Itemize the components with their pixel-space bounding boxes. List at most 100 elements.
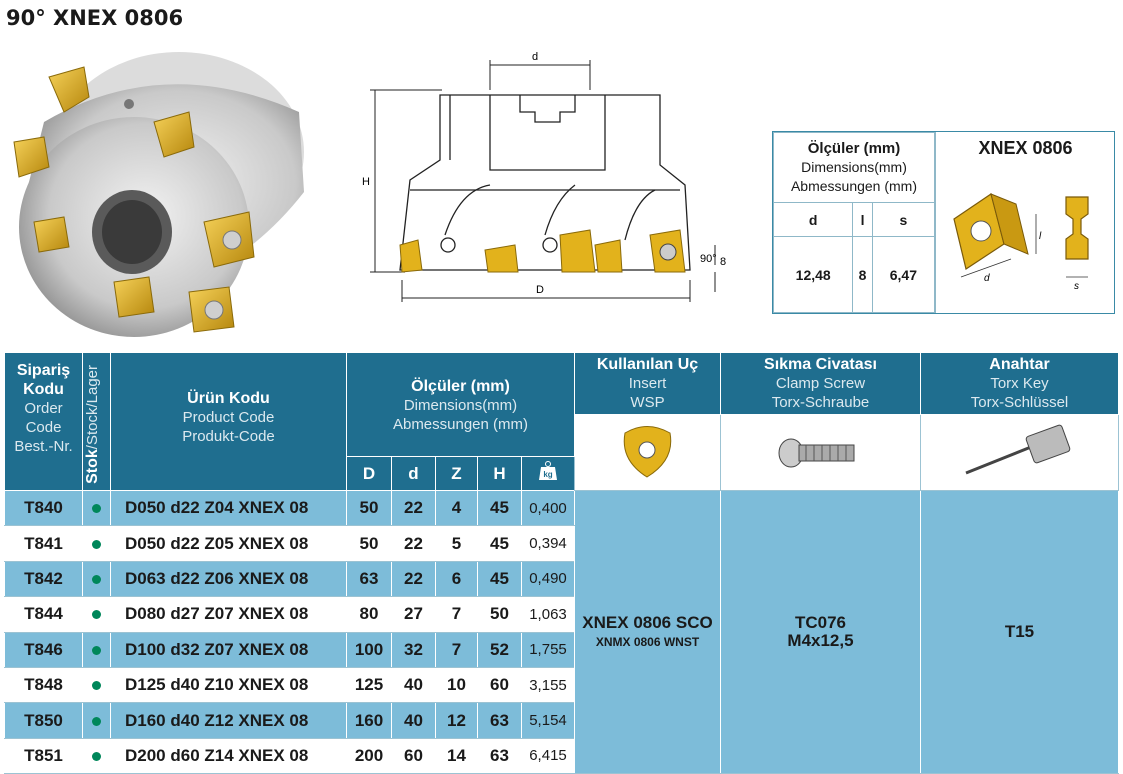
dim-Z: 5 <box>435 525 478 562</box>
dim-H: 52 <box>477 631 522 668</box>
insert-dimensions-box: Ölçüler (mm) Dimensions(mm) Abmessungen … <box>772 131 1115 314</box>
dim-d: 27 <box>391 596 436 633</box>
torx-key-code: T15 <box>920 489 1119 774</box>
weight: 5,154 <box>521 702 575 739</box>
insert-title: XNEX 0806 <box>978 138 1073 158</box>
product-code: D050 d22 Z04 XNEX 08 <box>110 489 347 527</box>
weight: 6,415 <box>521 737 575 774</box>
dim-d: 32 <box>391 631 436 668</box>
dim-d: 60 <box>391 737 436 774</box>
header-stock: Stok/Stock/Lager <box>82 352 111 491</box>
dim-d: 40 <box>391 666 436 704</box>
dim-H: 45 <box>477 525 522 562</box>
dim-D-label: D <box>536 284 544 296</box>
stock-indicator <box>82 596 111 633</box>
dim-val-s: 6,47 <box>871 236 936 313</box>
order-code: T851 <box>4 737 83 774</box>
col-weight: kg <box>521 456 575 491</box>
stock-indicator <box>82 489 111 527</box>
dim-d-label: d <box>532 51 538 63</box>
angle-label: 90° <box>700 253 717 265</box>
insert-d-label: d <box>984 273 990 284</box>
dim-Z: 7 <box>435 631 478 668</box>
dim-H: 45 <box>477 560 522 598</box>
weight: 1,063 <box>521 596 575 633</box>
dim-Z: 4 <box>435 489 478 527</box>
dim-D: 80 <box>346 596 392 633</box>
dim-D: 160 <box>346 702 392 739</box>
stock-indicator <box>82 666 111 704</box>
product-code: D200 d60 Z14 XNEX 08 <box>110 737 347 774</box>
weight: 0,400 <box>521 489 575 527</box>
dim-D: 125 <box>346 666 392 704</box>
insert-sketch-panel: XNEX 0806 d l s <box>935 132 1115 313</box>
dim-d: 22 <box>391 560 436 598</box>
dim-H: 60 <box>477 666 522 704</box>
dim-val-l: 8 <box>852 236 873 313</box>
dim-d: 40 <box>391 702 436 739</box>
depth-label: 8 <box>720 256 726 268</box>
screw-icon <box>778 438 855 468</box>
insert-s-label: s <box>1074 281 1079 292</box>
dim-H: 63 <box>477 737 522 774</box>
insert-l-label: l <box>1039 231 1042 242</box>
dim-d: 22 <box>391 525 436 562</box>
order-code: T844 <box>4 596 83 633</box>
weight-icon: kg <box>539 461 557 480</box>
insert-icon <box>623 426 672 478</box>
stock-indicator <box>82 737 111 774</box>
key-image-cell <box>920 414 1119 491</box>
dim-H-label: H <box>362 176 370 188</box>
technical-drawing: d H D 90° 8 <box>362 51 726 302</box>
order-code: T846 <box>4 631 83 668</box>
table-row: T842 D063 d22 Z06 XNEX 08 63 22 6 45 0,4… <box>4 560 1119 598</box>
product-code: D125 d40 Z10 XNEX 08 <box>110 666 347 704</box>
dim-D: 50 <box>346 525 392 562</box>
header-dimensions: Ölçüler (mm)Dimensions(mm)Abmessungen (m… <box>346 352 575 457</box>
col-d: d <box>391 456 436 491</box>
table-row: T848 D125 d40 Z10 XNEX 08 125 40 10 60 3… <box>4 666 1119 704</box>
insert-sketch: d l s <box>953 193 1089 292</box>
stock-indicator <box>82 560 111 598</box>
table-row: T841 D050 d22 Z05 XNEX 08 50 22 5 45 0,3… <box>4 525 1119 562</box>
dim-Z: 10 <box>435 666 478 704</box>
dim-Z: 7 <box>435 596 478 633</box>
order-code: T848 <box>4 666 83 704</box>
table-row: T846 D100 d32 Z07 XNEX 08 100 32 7 52 1,… <box>4 631 1119 668</box>
dim-col-l: l <box>852 202 873 237</box>
dim-H: 63 <box>477 702 522 739</box>
table-row: T850 D160 d40 Z12 XNEX 08 160 40 12 63 5… <box>4 702 1119 739</box>
dim-val-d: 12,48 <box>772 236 854 313</box>
weight: 0,490 <box>521 560 575 598</box>
product-code: D160 d40 Z12 XNEX 08 <box>110 702 347 739</box>
dim-D: 50 <box>346 489 392 527</box>
dim-d: 22 <box>391 489 436 527</box>
order-code: T850 <box>4 702 83 739</box>
dim-col-s: s <box>871 202 936 237</box>
dim-Z: 6 <box>435 560 478 598</box>
dims-box-header: Ölçüler (mm) Dimensions(mm) Abmessungen … <box>773 132 935 203</box>
col-D: D <box>346 456 392 491</box>
stock-indicator <box>82 631 111 668</box>
table-row: T844 D080 d27 Z07 XNEX 08 80 27 7 50 1,0… <box>4 596 1119 633</box>
dim-Z: 12 <box>435 702 478 739</box>
torx-key-icon <box>965 424 1071 475</box>
page-title: 90° XNEX 0806 <box>6 6 184 30</box>
dim-D: 200 <box>346 737 392 774</box>
dim-D: 100 <box>346 631 392 668</box>
product-code: D100 d32 Z07 XNEX 08 <box>110 631 347 668</box>
dim-D: 63 <box>346 560 392 598</box>
order-code: T840 <box>4 489 83 527</box>
dim-Z: 14 <box>435 737 478 774</box>
stock-indicator <box>82 702 111 739</box>
screw-image-cell <box>720 414 921 491</box>
col-H: H <box>477 456 522 491</box>
